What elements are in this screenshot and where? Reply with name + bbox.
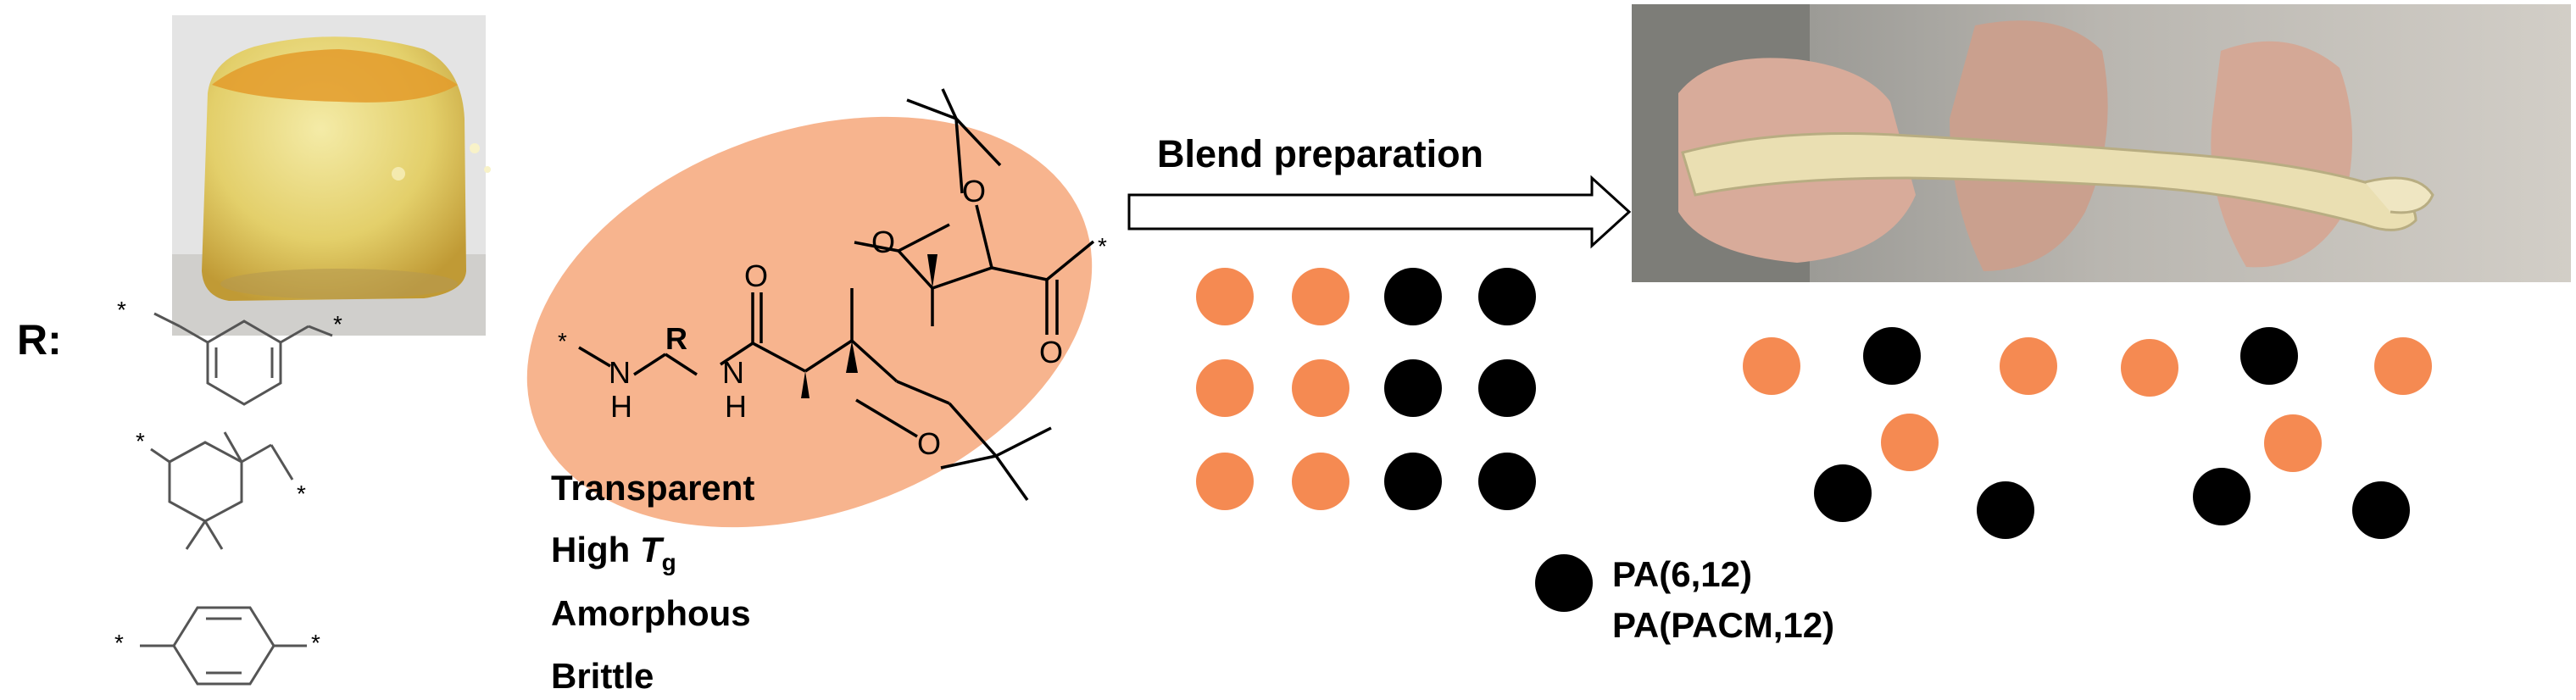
star-label: *	[311, 630, 320, 656]
orange-dot	[1743, 337, 1800, 395]
r-label: R:	[17, 316, 62, 364]
molecule-wedges	[801, 254, 937, 398]
black-dot	[1478, 359, 1536, 417]
star-label: *	[558, 328, 567, 354]
black-dot	[1977, 481, 2034, 539]
black-dot	[2193, 468, 2251, 525]
r-atom-label: R	[665, 321, 687, 356]
black-dot	[1478, 453, 1536, 510]
dot-grid-separate	[1196, 268, 1536, 510]
black-dot	[1478, 268, 1536, 325]
orange-dot	[2374, 337, 2432, 395]
oxygen-label: O	[1039, 335, 1063, 369]
property-high-tg: High Tg	[551, 530, 676, 575]
star-label: *	[1098, 233, 1107, 259]
star-label: *	[117, 297, 126, 323]
property-amorphous: Amorphous	[551, 593, 751, 633]
legend-item-pa-6-12: PA(6,12)	[1612, 554, 1752, 594]
orange-dot	[1196, 359, 1254, 417]
nitrogen-label: N	[609, 355, 631, 390]
orange-dot	[1881, 414, 1939, 471]
legend-black-dot	[1535, 554, 1593, 612]
star-label: *	[114, 630, 124, 656]
dot-scatter-blend	[1743, 327, 2432, 539]
orange-dot	[1292, 268, 1349, 325]
oxygen-label: O	[962, 174, 986, 208]
black-dot	[1384, 268, 1442, 325]
oxygen-label: O	[744, 258, 768, 293]
r-group-p-phenylene	[140, 606, 307, 686]
black-dot	[2240, 327, 2298, 385]
r-group-isophorone	[150, 431, 294, 550]
star-label: *	[333, 311, 342, 337]
black-dot	[1384, 359, 1442, 417]
star-label: *	[136, 428, 145, 454]
legend-item-pa-pacm-12: PA(PACM,12)	[1612, 605, 1834, 645]
orange-dot	[2264, 414, 2322, 472]
arrow-label: Blend preparation	[1157, 132, 1483, 175]
highlight-ellipse	[526, 116, 1093, 528]
star-label: *	[297, 481, 306, 507]
orange-dot	[2000, 337, 2057, 395]
sample-photo	[172, 15, 491, 336]
orange-dot	[1196, 268, 1254, 325]
molecule-structure	[578, 88, 1095, 502]
oxygen-label: O	[917, 426, 941, 461]
r-group-m-xylylene	[153, 312, 333, 406]
black-dot	[2352, 481, 2410, 539]
process-arrow	[1127, 175, 1632, 249]
black-dot	[1863, 327, 1921, 385]
nitrogen-label: N	[722, 355, 744, 390]
orange-dot	[1292, 453, 1349, 510]
film-photo	[1632, 4, 2571, 282]
hydrogen-label: H	[725, 389, 747, 424]
property-brittle: Brittle	[551, 656, 654, 696]
orange-dot	[2121, 339, 2178, 397]
oxygen-label: O	[871, 225, 895, 259]
orange-dot	[1292, 359, 1349, 417]
property-transparent: Transparent	[551, 468, 754, 508]
black-dot	[1384, 453, 1442, 510]
black-dot	[1814, 464, 1872, 522]
orange-dot	[1196, 453, 1254, 510]
hydrogen-label: H	[610, 389, 632, 424]
